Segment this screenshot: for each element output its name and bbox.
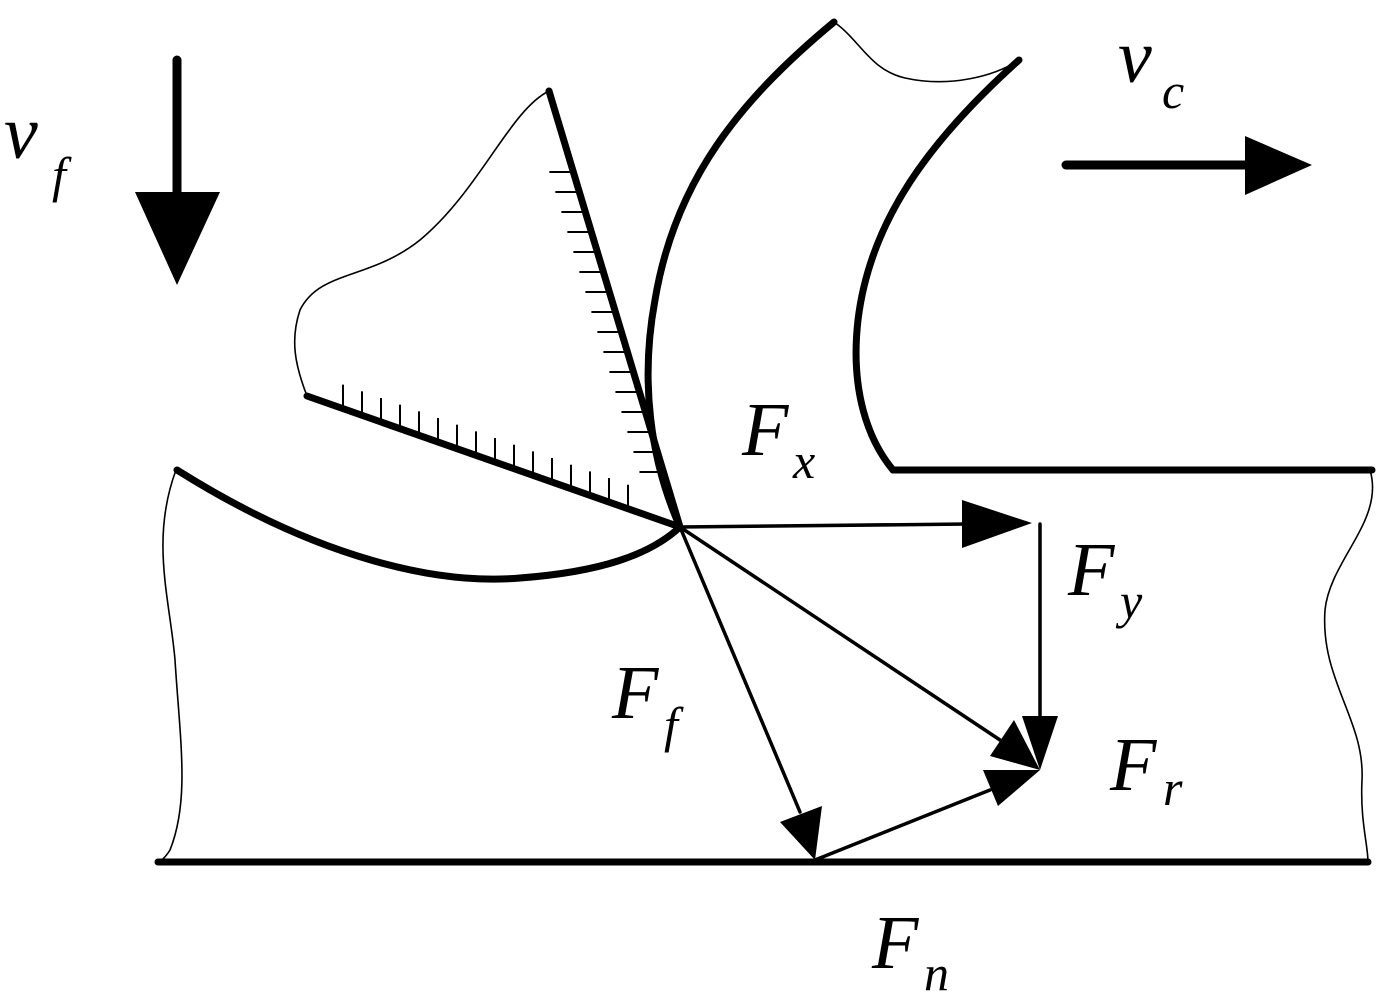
label-fn-sub: n (924, 945, 949, 1001)
workpiece-right-break (1323, 469, 1374, 863)
label-fy-sub: y (1115, 573, 1143, 629)
fn-component-head (983, 770, 1040, 806)
label-fr-main: F (1109, 723, 1158, 807)
label-fn: F n (871, 901, 949, 1001)
chip (644, 18, 1023, 531)
label-ff-main: F (611, 651, 660, 735)
fn-component-line (813, 788, 992, 862)
label-vf-main: v (4, 91, 38, 175)
label-vf: v f (4, 91, 72, 203)
feed-velocity-arrow (135, 55, 220, 285)
chip-outer-edge (852, 56, 1023, 474)
machined-surface-curve (173, 466, 684, 583)
chip-top-edge (833, 21, 1020, 83)
label-fx-main: F (741, 388, 790, 472)
label-fn-main: F (871, 901, 920, 985)
label-fr: F r (1109, 723, 1183, 816)
tool-rake-face (545, 87, 684, 531)
label-fy: F y (1067, 528, 1143, 629)
fx-component-head (1022, 716, 1058, 770)
label-fx: F x (741, 388, 815, 489)
label-ff-sub: f (664, 697, 684, 753)
feed-arrow-head (135, 192, 220, 285)
rake-face-hatching (549, 171, 664, 473)
tool-flank-face (303, 392, 684, 531)
fr-force-line (678, 525, 1002, 742)
label-vc-main: v (1118, 15, 1152, 99)
label-vc: v c (1118, 15, 1184, 119)
cutting-arrow-head (1245, 136, 1312, 195)
label-vf-sub: f (52, 147, 72, 203)
force-vectors (678, 500, 1058, 862)
fr-force-head (990, 720, 1040, 770)
fy-force-head (962, 500, 1032, 548)
ff-force-head (780, 806, 822, 860)
label-fr-sub: r (1163, 760, 1183, 816)
fy-force-line (678, 522, 970, 529)
label-fy-main: F (1067, 528, 1116, 612)
cutting-tool (293, 87, 684, 531)
flank-face-hatching (342, 384, 629, 509)
tool-break-line (293, 90, 550, 397)
cutting-velocity-arrow (1061, 136, 1312, 195)
workpiece-left-break (157, 469, 183, 863)
ff-force-line (678, 525, 802, 814)
label-fx-sub: x (792, 433, 815, 489)
label-ff: F f (611, 651, 684, 753)
workpiece (154, 466, 1376, 866)
label-vc-sub: c (1162, 63, 1184, 119)
